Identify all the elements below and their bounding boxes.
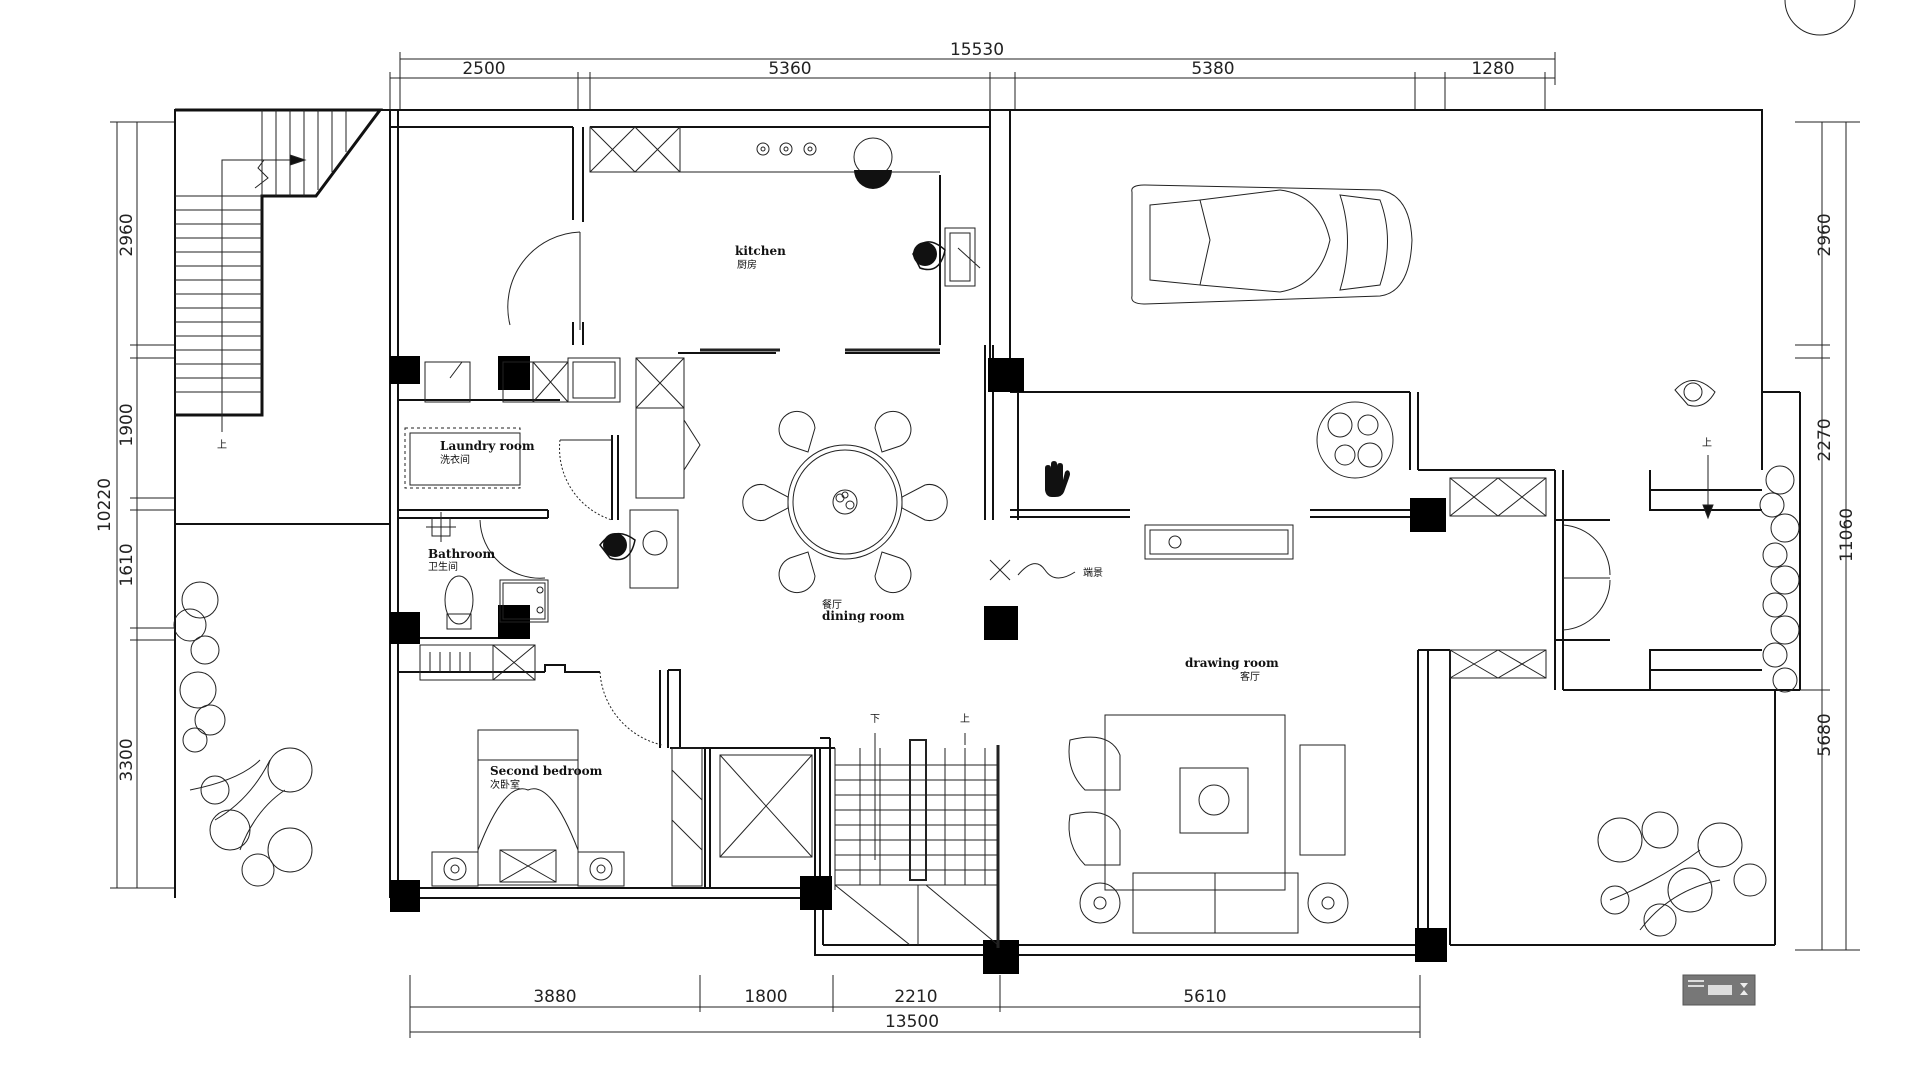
bathroom-label-cn: 卫生间 (428, 560, 458, 573)
entrance-arrow (1702, 455, 1714, 520)
car-icon (1131, 184, 1413, 305)
dim-bottom-1: 3880 (533, 987, 576, 1007)
exterior-stair: 上 (175, 108, 383, 451)
dim-left-total: 10220 (95, 478, 115, 532)
dining-chair (742, 410, 948, 594)
top-dimensions (389, 52, 1556, 110)
bathroom-label: Bathroom (428, 547, 496, 561)
washbasin (599, 509, 679, 589)
dining-table (742, 410, 948, 594)
bedroom-label: Second bedroom (490, 764, 603, 778)
dim-right-2: 2270 (1815, 418, 1835, 461)
dim-left-3: 1610 (117, 543, 137, 586)
kitchen-cabinet (589, 126, 940, 173)
dim-left-4: 3300 (117, 738, 137, 781)
dim-top-1: 2500 (462, 59, 505, 79)
dining-label: dining room (822, 609, 905, 623)
dining-label-cn: 餐厅 (822, 598, 842, 611)
display-wall-label: 端景 (1083, 566, 1103, 579)
shoe-cabinet (1449, 477, 1547, 679)
dim-bottom-3: 2210 (894, 987, 937, 1007)
kitchen-label: kitchen (735, 244, 786, 258)
structural-columns (390, 356, 1447, 974)
bedroom-label-cn: 次卧室 (490, 778, 520, 791)
bathroom: Bathroom 卫生间 (426, 512, 549, 630)
range-hood-icon (853, 137, 893, 189)
kitchen: kitchen 厨房 (507, 126, 981, 352)
stair-up-label-right: 上 (1702, 437, 1712, 449)
second-bedroom: Second bedroom 次卧室 (419, 644, 663, 887)
dim-left-2: 1900 (117, 403, 137, 446)
stair-up-label-main: 上 (960, 713, 970, 725)
tree-icon-left (173, 581, 313, 887)
entrance-double-door (1562, 524, 1611, 631)
person-icon (912, 241, 946, 271)
storage-cabinet (671, 747, 703, 887)
dim-top-total: 15530 (950, 40, 1004, 60)
kitchen-door (507, 231, 581, 330)
tv-cabinet (1144, 524, 1294, 560)
plant-icon (832, 489, 858, 515)
laundry-label-cn: 洗衣间 (440, 453, 470, 466)
main-stair (834, 733, 1000, 948)
bottom-dimensions (409, 975, 1421, 1038)
keyboard-icon[interactable] (1682, 974, 1756, 1006)
right-dimensions (1795, 121, 1860, 951)
north-arrow-circle (1784, 0, 1856, 36)
display-wall (989, 559, 1076, 581)
dim-top-4: 1280 (1471, 59, 1514, 79)
stair-up-label-left: 上 (217, 439, 227, 451)
drawing-room-label: drawing room (1185, 656, 1279, 670)
hedge-icon-right (1759, 465, 1800, 693)
stair-down-label: 下 (870, 714, 880, 725)
person-icon-garage (1674, 380, 1716, 407)
dim-bottom-2: 1800 (744, 987, 787, 1007)
hand-icon[interactable] (1045, 461, 1070, 497)
dim-bottom-total: 13500 (885, 1012, 939, 1032)
dim-top-3: 5380 (1191, 59, 1234, 79)
kitchen-label-cn: 厨房 (737, 258, 757, 271)
dim-left-1: 2960 (117, 213, 137, 256)
stove-icon (756, 142, 817, 156)
tree-icon-right (1597, 811, 1767, 937)
walls (174, 109, 1801, 956)
elevator (719, 754, 813, 858)
dim-right-total: 11060 (1837, 508, 1857, 562)
sofa-set (1068, 714, 1349, 934)
laundry-room: Laundry room 洗衣间 (404, 357, 701, 521)
dim-right-3: 5680 (1815, 713, 1835, 756)
dim-top-2: 5360 (768, 59, 811, 79)
laundry-label: Laundry room (440, 439, 535, 453)
tree-icon (1316, 401, 1394, 479)
drawing-room-label-cn: 客厅 (1240, 670, 1260, 683)
left-dimensions (110, 121, 175, 889)
dim-right-1: 2960 (1815, 213, 1835, 256)
sink-icon (944, 227, 981, 287)
dim-bottom-4: 5610 (1183, 987, 1226, 1007)
